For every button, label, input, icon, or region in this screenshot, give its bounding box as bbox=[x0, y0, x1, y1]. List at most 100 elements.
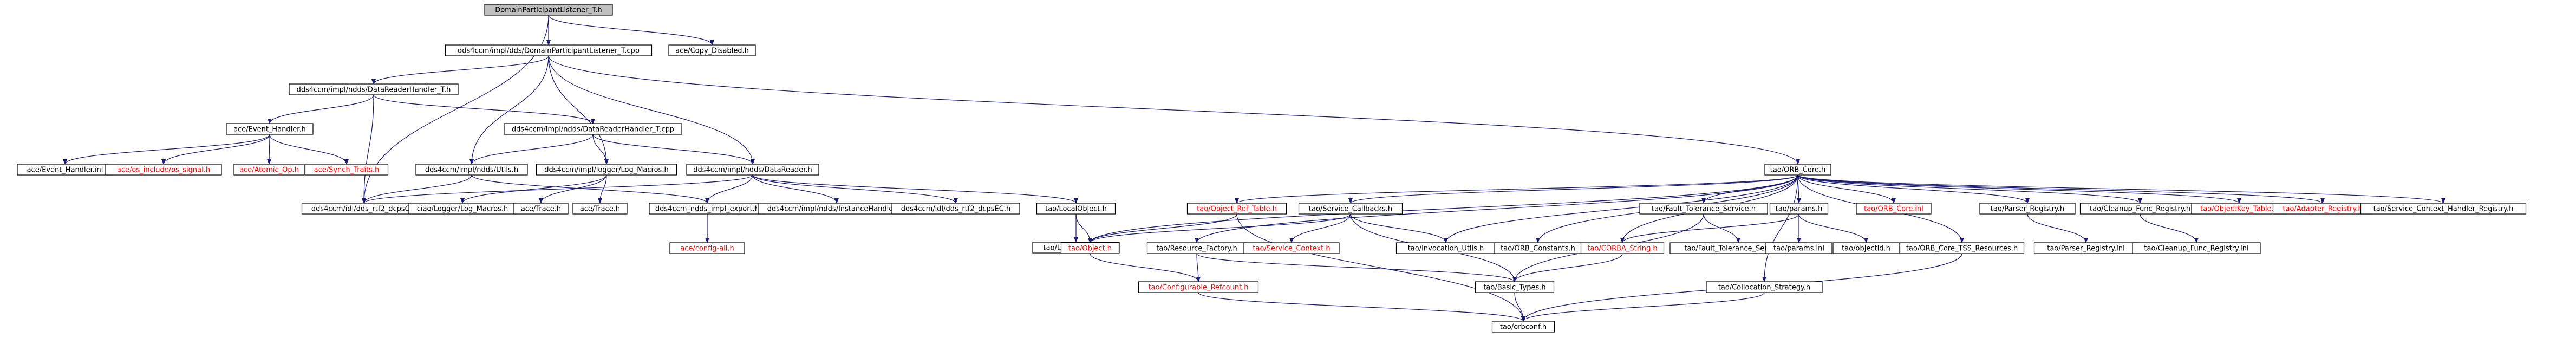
file-node-box bbox=[1764, 164, 1831, 176]
file-node[interactable]: dds4ccm_ndds_impl_export.h bbox=[649, 203, 766, 215]
file-node-box bbox=[1899, 242, 2025, 254]
dependency-edge bbox=[63, 134, 270, 165]
file-node-box bbox=[1243, 242, 1340, 254]
file-node[interactable]: tao/orbconf.h bbox=[1491, 321, 1555, 333]
file-node[interactable]: tao/Service_Context_Handler_Registry.h bbox=[2360, 203, 2527, 215]
file-node-label: tao/Parser_Registry.inl bbox=[2047, 245, 2125, 253]
dependency-edge bbox=[548, 15, 714, 46]
file-node[interactable]: tao/Fault_Tolerance_Service.h bbox=[1639, 203, 1768, 215]
file-node[interactable]: ace/os_include/os_signal.h bbox=[105, 164, 222, 176]
file-node[interactable]: tao/ORB_Constants.h bbox=[1494, 242, 1582, 254]
file-node-label: tao/Cleanup_Func_Registry.h bbox=[2090, 205, 2190, 213]
dependency-edge bbox=[161, 134, 270, 165]
file-node[interactable]: tao/Invocation_Utils.h bbox=[1395, 242, 1496, 254]
dependency-edge bbox=[1350, 213, 1448, 243]
file-node-label: dds4ccm/impl/ndds/DataReaderHandler_T.cp… bbox=[512, 126, 674, 134]
file-node[interactable]: dds4ccm/impl/logger/Log_Macros.h bbox=[536, 164, 677, 176]
file-node-label: ace/Copy_Disabled.h bbox=[675, 47, 749, 55]
file-node-label: tao/ORB_Constants.h bbox=[1501, 245, 1575, 253]
dependency-edge bbox=[2140, 213, 2199, 243]
file-node[interactable]: tao/params.inl bbox=[1765, 242, 1832, 254]
dependency-edge bbox=[469, 55, 549, 165]
file-node-box bbox=[105, 164, 222, 176]
dependency-edge bbox=[1798, 213, 1868, 243]
file-node-box bbox=[1491, 321, 1555, 333]
file-node-box bbox=[1138, 281, 1259, 293]
file-node[interactable]: dds4ccm/impl/ndds/Utils.h bbox=[415, 164, 528, 176]
file-node[interactable]: ace/config-all.h bbox=[669, 242, 745, 254]
file-node[interactable]: dds4ccm/impl/ndds/DataReaderHandler_T.h bbox=[289, 83, 459, 95]
file-node-label: dds4ccm_ndds_impl_export.h bbox=[655, 205, 759, 213]
file-node[interactable]: tao/Cleanup_Func_Registry.h bbox=[2079, 203, 2201, 215]
file-node[interactable]: tao/objectid.h bbox=[1832, 242, 1900, 254]
file-node-box bbox=[668, 44, 756, 56]
file-node[interactable]: tao/Adapter_Registry.h bbox=[2272, 203, 2373, 215]
file-node[interactable]: tao/LocalObject.h bbox=[1036, 203, 1116, 215]
file-node[interactable]: tao/Cleanup_Func_Registry.inl bbox=[2132, 242, 2261, 254]
dependency-edge bbox=[1701, 174, 1798, 204]
file-node[interactable]: ace/Copy_Disabled.h bbox=[668, 44, 756, 56]
dependency-edge bbox=[1090, 253, 1201, 282]
file-node-label: tao/Object.h bbox=[1068, 245, 1112, 253]
file-node[interactable]: tao/ObjectKey_Table.h bbox=[2191, 203, 2287, 215]
file-node[interactable]: tao/Configurable_Refcount.h bbox=[1138, 281, 1259, 293]
file-node[interactable]: dds4ccm/impl/ndds/DataReader.h bbox=[686, 164, 819, 176]
file-node-label: dds4ccm/idl/dds_rtf2_dcpsC.h bbox=[311, 205, 416, 213]
file-node[interactable]: tao/ORB_Core.h bbox=[1764, 164, 1831, 176]
file-node[interactable]: ace/Synch_Traits.h bbox=[304, 164, 389, 176]
dependency-edge bbox=[1797, 174, 2030, 204]
dependency-edge bbox=[2027, 213, 2088, 243]
file-node[interactable]: dds4ccm/impl/ndds/DataReaderHandler_T.cp… bbox=[504, 123, 682, 135]
file-node[interactable]: ace/Event_Handler.inl bbox=[17, 164, 113, 176]
file-node[interactable]: tao/Collocation_Strategy.h bbox=[1706, 281, 1823, 293]
file-node-label: tao/ORB_Core.h bbox=[1770, 166, 1826, 174]
dependency-edge bbox=[1797, 174, 2241, 204]
file-node-box bbox=[513, 203, 569, 215]
file-node[interactable]: tao/params.h bbox=[1769, 203, 1829, 215]
dependency-edge bbox=[752, 174, 839, 204]
file-node-label: tao/Collocation_Strategy.h bbox=[1718, 284, 1810, 292]
dependency-edge bbox=[1514, 292, 1525, 322]
dependency-edge bbox=[548, 55, 1800, 165]
file-node-box bbox=[1036, 203, 1116, 215]
file-node-box bbox=[1856, 203, 1932, 215]
file-node-label: tao/Object_Ref_Table.h bbox=[1197, 205, 1277, 213]
file-node[interactable]: ace/Event_Handler.h bbox=[226, 123, 314, 135]
file-node[interactable]: dds4ccm/impl/dds/DomainParticipantListen… bbox=[445, 44, 653, 56]
file-node-label: ace/Synch_Traits.h bbox=[314, 166, 380, 174]
file-node[interactable]: dds4ccm/idl/dds_rtf2_dcpsEC.h bbox=[891, 203, 1020, 215]
dependency-edge bbox=[705, 174, 753, 204]
dependency-edge bbox=[1235, 174, 1798, 204]
file-node[interactable]: tao/Resource_Factory.h bbox=[1146, 242, 1247, 254]
file-node-box bbox=[304, 164, 389, 176]
file-node[interactable]: tao/Service_Context.h bbox=[1243, 242, 1340, 254]
file-node[interactable]: tao/Basic_Types.h bbox=[1475, 281, 1555, 293]
file-node-label: tao/Configurable_Refcount.h bbox=[1148, 284, 1248, 292]
file-node-label: DomainParticipantListener_T.h bbox=[495, 7, 602, 15]
file-node[interactable]: tao/Object.h bbox=[1060, 242, 1120, 254]
file-node[interactable]: ace/Trace.h bbox=[513, 203, 569, 215]
file-node[interactable]: dds4ccm/impl/ndds/InstanceHandle_t.h bbox=[758, 203, 916, 215]
file-node-label: tao/orbconf.h bbox=[1500, 323, 1547, 332]
file-node[interactable]: ace/Trace.h bbox=[572, 203, 628, 215]
dependency-edge bbox=[373, 94, 595, 124]
dependency-edge bbox=[592, 134, 609, 165]
file-node[interactable]: tao/Parser_Registry.h bbox=[1979, 203, 2076, 215]
file-node[interactable]: ciao/Logger/Log_Macros.h bbox=[408, 203, 517, 215]
file-node[interactable]: tao/CORBA_String.h bbox=[1580, 242, 1665, 254]
file-node-box bbox=[669, 242, 745, 254]
file-node[interactable]: tao/ORB_Core_TSS_Resources.h bbox=[1899, 242, 2025, 254]
file-node[interactable]: tao/Service_Callbacks.h bbox=[1298, 203, 1403, 215]
file-node-label: ace/Trace.h bbox=[521, 205, 561, 213]
file-node[interactable]: dds4ccm/idl/dds_rtf2_dcpsC.h bbox=[301, 203, 427, 215]
file-node-box bbox=[686, 164, 819, 176]
file-node[interactable]: tao/ORB_Core.inl bbox=[1856, 203, 1932, 215]
file-node[interactable]: ace/Atomic_Op.h bbox=[233, 164, 305, 176]
file-node-box bbox=[289, 83, 459, 95]
file-node-box bbox=[226, 123, 314, 135]
dependency-edge bbox=[539, 174, 607, 204]
file-node-box bbox=[504, 123, 682, 135]
dependency-edge bbox=[1703, 213, 1740, 243]
file-node[interactable]: tao/Parser_Registry.inl bbox=[2033, 242, 2138, 254]
file-node[interactable]: tao/Object_Ref_Table.h bbox=[1186, 203, 1287, 215]
